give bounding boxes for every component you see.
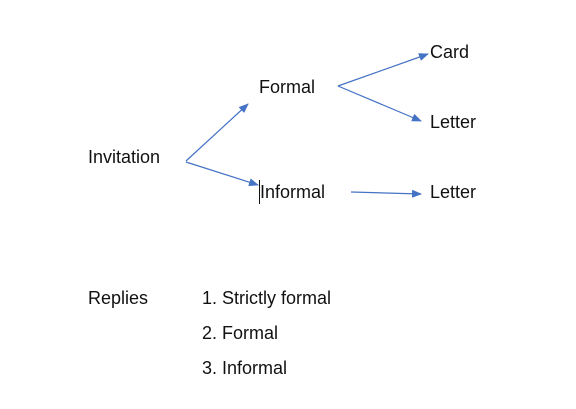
replies-label: Replies	[88, 288, 149, 308]
node-card: Card	[430, 42, 470, 62]
node-invitation: Invitation	[88, 147, 161, 167]
reply-item-1: 1. Strictly formal	[202, 288, 332, 308]
arrow-formal-to-card	[337, 53, 429, 87]
node-letter-informal: Letter	[430, 182, 477, 202]
reply-item-3: 3. Informal	[202, 358, 288, 378]
reply-item-2: 2. Formal	[202, 323, 279, 343]
node-formal: Formal	[259, 77, 316, 97]
node-letter-formal: Letter	[430, 112, 477, 132]
arrow-invitation-to-formal	[185, 103, 249, 162]
arrow-formal-to-letter	[337, 85, 422, 122]
node-informal: Informal	[260, 182, 326, 202]
arrow-informal-to-letter	[350, 189, 422, 198]
arrow-invitation-to-informal	[185, 161, 259, 187]
text-cursor	[259, 180, 260, 204]
